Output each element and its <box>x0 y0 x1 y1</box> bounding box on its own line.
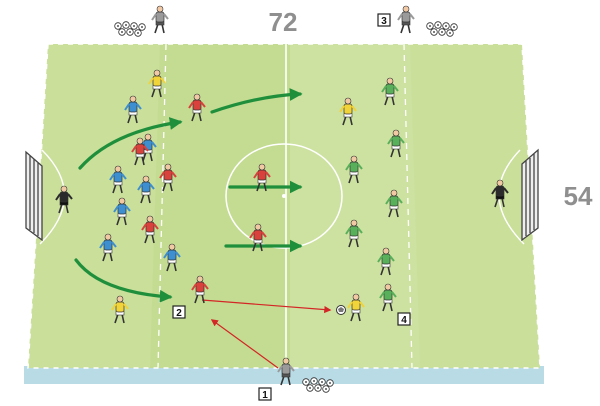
svg-text:3: 3 <box>381 16 387 27</box>
coach-icon <box>277 357 295 386</box>
ball-icon <box>336 305 346 315</box>
yellow-player <box>148 69 166 98</box>
yellow-player <box>339 97 357 126</box>
red-player <box>141 215 159 244</box>
blue-player <box>99 233 117 262</box>
green-player <box>381 77 399 106</box>
players <box>55 5 509 386</box>
pass-lines <box>201 299 332 369</box>
green-player <box>377 247 395 276</box>
ball-pile-icon <box>114 21 146 37</box>
arrow-run-top <box>210 88 303 114</box>
pass-arrow-to-4 <box>201 299 332 314</box>
blue-player <box>137 175 155 204</box>
centre-circle <box>225 143 343 249</box>
arrow-curve-top <box>78 117 183 170</box>
red-player <box>131 137 149 166</box>
red-player <box>188 93 206 122</box>
red-player <box>191 275 209 304</box>
svg-text:1: 1 <box>262 390 268 401</box>
green-player <box>379 283 397 312</box>
goal-icon <box>521 148 539 242</box>
coach-icon <box>397 5 415 34</box>
marker-4: 4 <box>397 312 411 326</box>
marker-3: 3 <box>377 13 391 27</box>
arrow-curve-bottom <box>74 258 173 303</box>
keeper-player <box>491 179 509 208</box>
red-player <box>159 163 177 192</box>
green-player <box>345 155 363 184</box>
blue-player <box>113 197 131 226</box>
blue-player <box>124 95 142 124</box>
coach-icon <box>151 5 169 34</box>
green-player <box>345 219 363 248</box>
ball-supplies <box>114 21 458 393</box>
blue-player <box>109 165 127 194</box>
red-player <box>253 163 271 192</box>
ball-pile-icon <box>302 377 334 393</box>
length-label: 72 <box>269 7 298 37</box>
marker-2: 2 <box>172 305 186 319</box>
marker-1: 1 <box>258 387 272 401</box>
yellow-player <box>111 295 129 324</box>
keeper-player <box>55 185 73 214</box>
yellow-player <box>347 293 365 322</box>
width-label: 54 <box>564 181 593 211</box>
pass-arrow-from-1 <box>210 319 279 369</box>
green-player <box>385 189 403 218</box>
ball-pile-icon <box>426 21 458 37</box>
blue-player <box>163 243 181 272</box>
svg-text:2: 2 <box>176 308 182 319</box>
svg-text:4: 4 <box>401 315 407 326</box>
centre-spot <box>282 194 286 198</box>
pitch-stripe <box>150 44 290 368</box>
green-player <box>387 129 405 158</box>
goal-icon <box>25 150 43 242</box>
red-player <box>249 223 267 252</box>
